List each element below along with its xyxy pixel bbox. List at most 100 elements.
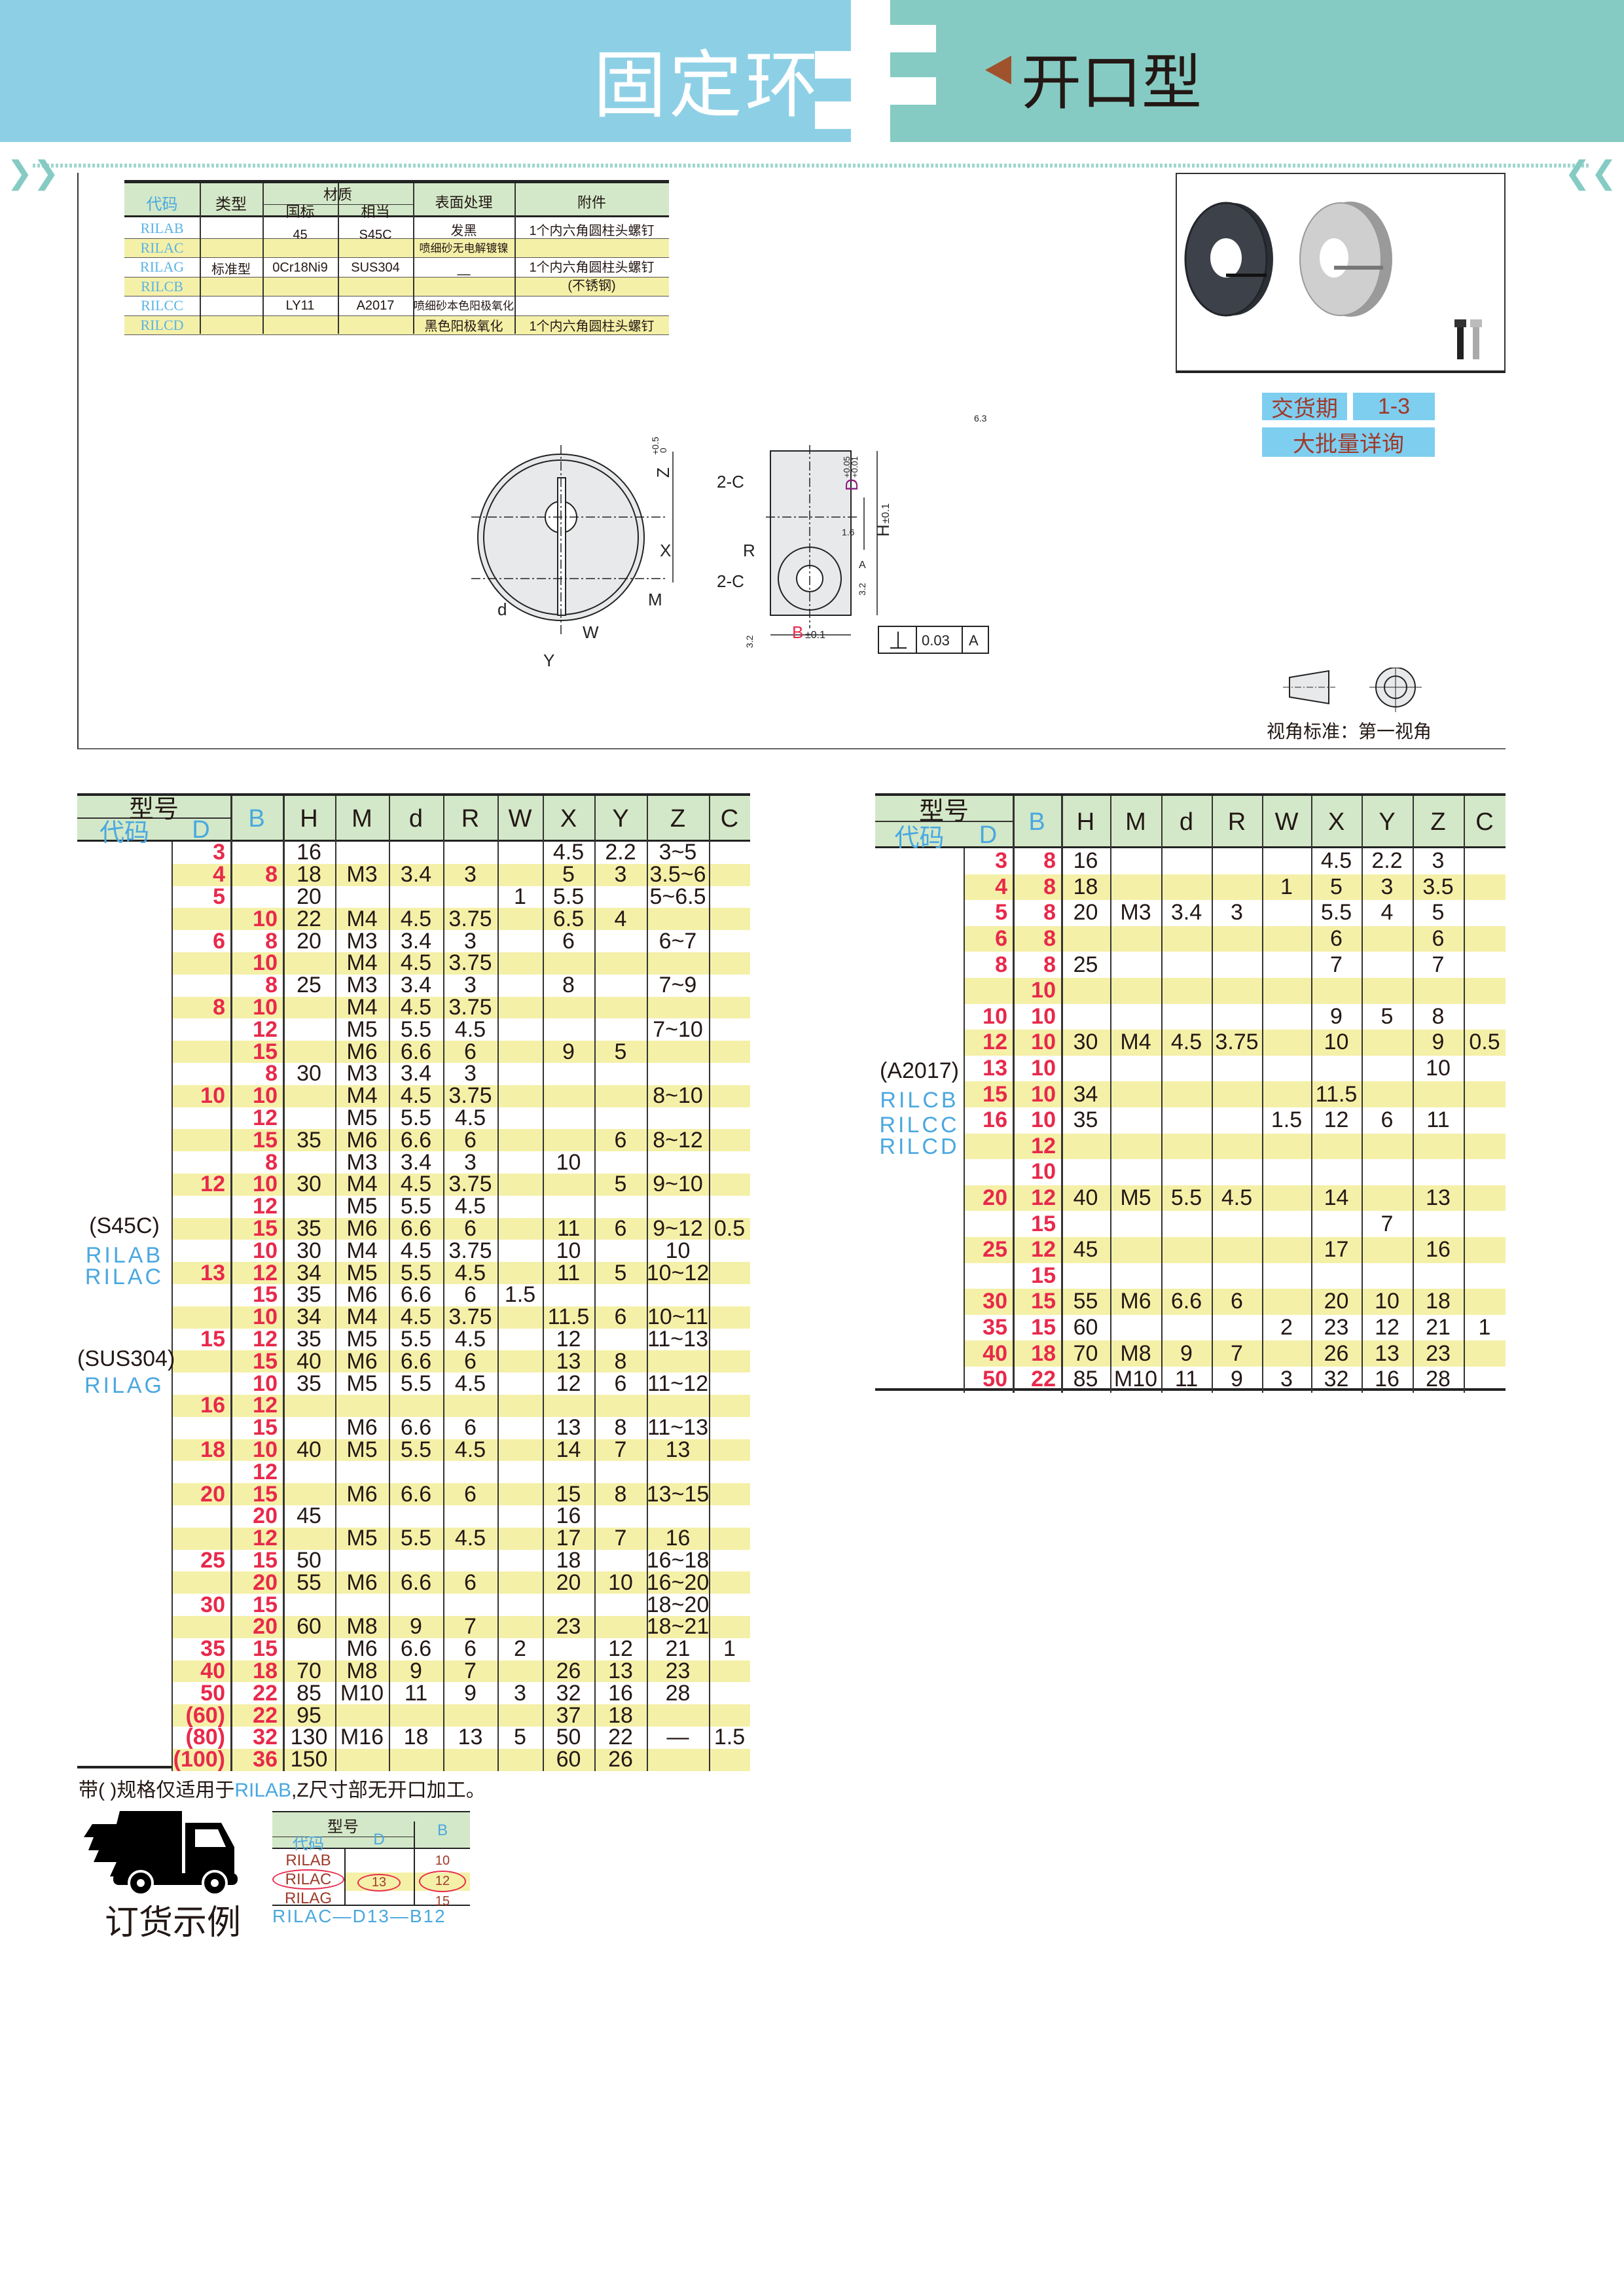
- cell-d: 13: [983, 1056, 1007, 1081]
- cell-d: 5.5: [400, 1016, 432, 1042]
- cell-m: M16: [340, 1725, 384, 1750]
- material-code[interactable]: RILCD: [140, 316, 184, 333]
- product-code[interactable]: RILCD: [879, 1134, 960, 1159]
- cell-h: 55: [297, 1570, 321, 1595]
- product-code[interactable]: RILCC: [879, 1113, 960, 1138]
- cell-r: 3.75: [448, 1083, 492, 1109]
- cell-r: 3: [464, 1149, 477, 1175]
- cell-z: 3.5: [1422, 874, 1454, 899]
- header-r: R: [1227, 808, 1246, 836]
- cell-z: 21: [1426, 1315, 1451, 1340]
- cell-h: 30: [297, 1061, 321, 1086]
- cell-b: 10: [1031, 1081, 1056, 1107]
- cell-h: 70: [297, 1659, 321, 1683]
- cell-d: 30: [200, 1592, 225, 1617]
- cell-d: 40: [200, 1659, 225, 1683]
- cell-d: 15: [983, 1081, 1007, 1107]
- cell-y: 26: [608, 1747, 633, 1772]
- header-z: Z: [1430, 808, 1446, 836]
- cell-m: M4: [346, 906, 378, 931]
- cell-d: 11: [1174, 1367, 1199, 1392]
- header-b: B: [1028, 808, 1045, 836]
- cell-d: 35: [200, 1636, 225, 1662]
- cell-r: 6: [464, 1282, 477, 1308]
- cell-h: 35: [1073, 1107, 1098, 1133]
- order-example-title: 订货示例: [105, 1904, 242, 1942]
- spec-frame: [77, 173, 1506, 749]
- material-code[interactable]: RILAC: [140, 239, 184, 256]
- cell-d: 5.5: [1170, 1185, 1202, 1211]
- cell-h: 85: [1073, 1367, 1098, 1392]
- cell-w: 1.5: [504, 1282, 536, 1308]
- cell-d: 5.5: [400, 1327, 432, 1352]
- order-b: 15: [435, 1894, 450, 1909]
- product-photo: [1176, 173, 1506, 373]
- column-divider: [443, 796, 444, 1771]
- footnote-code: RILAB: [234, 1780, 292, 1801]
- cell-h: 18: [1073, 874, 1098, 899]
- cell-d: 5.5: [400, 1371, 432, 1396]
- cell-r: 6: [464, 1039, 477, 1064]
- technical-drawing: Z +0.5 0 X d M W Y 2-C R 2-C B ±0.1 H ±0…: [471, 413, 989, 670]
- material-code[interactable]: RILCC: [141, 297, 183, 314]
- column-divider: [1061, 796, 1063, 1393]
- cell-d: 6.6: [400, 1039, 432, 1064]
- material-code[interactable]: RILCB: [141, 278, 183, 295]
- material-row: [124, 296, 669, 316]
- column-divider: [335, 796, 336, 1771]
- cell-c: 1: [1478, 1315, 1491, 1340]
- cell-d: 50: [200, 1680, 225, 1706]
- cell-x: 15: [556, 1481, 581, 1507]
- cell-y: 7: [1380, 1211, 1394, 1236]
- header-sawtooth: [815, 101, 854, 129]
- table-row: [171, 1483, 750, 1505]
- cell-m: M4: [346, 995, 378, 1020]
- cell-x: 16: [556, 1503, 581, 1529]
- order-header-code: 代码: [293, 1835, 324, 1853]
- product-code[interactable]: RILAC: [84, 1265, 164, 1289]
- material-code[interactable]: RILAG: [139, 259, 185, 275]
- cell-y: 5: [1380, 1003, 1394, 1029]
- cell-z: 3: [1432, 848, 1445, 874]
- cell-m: M3: [346, 928, 378, 954]
- cell-m: M3: [346, 862, 378, 888]
- cell-r: 6: [464, 1348, 477, 1374]
- cell-c: 1.5: [713, 1725, 746, 1750]
- header-accessory: 附件: [577, 194, 606, 211]
- cell-b: 15: [253, 1216, 278, 1241]
- material-code[interactable]: RILAB: [140, 220, 184, 236]
- cell-d: 4: [995, 874, 1007, 899]
- column-divider: [171, 842, 173, 1771]
- cell-x: 4.5: [1320, 848, 1352, 874]
- header-equiv: 相当: [361, 204, 390, 220]
- cell-x: 5: [1330, 874, 1343, 899]
- product-code[interactable]: RILAG: [84, 1373, 165, 1398]
- cell-b: 12: [253, 1194, 278, 1219]
- table-row: [964, 1289, 1506, 1315]
- chamfer-label: 2-C: [717, 472, 744, 492]
- header-m: M: [1125, 808, 1146, 836]
- cell-x: 32: [1324, 1367, 1349, 1392]
- cell-z: 11~13: [647, 1415, 708, 1441]
- material-table-header: [124, 183, 669, 217]
- cell-z: 28: [665, 1680, 691, 1706]
- cell-y: 16: [608, 1680, 633, 1706]
- header-separator: [851, 0, 890, 142]
- header-h: H: [1076, 808, 1095, 836]
- cell-x: 37: [556, 1702, 581, 1728]
- cell-m: M5: [346, 1194, 378, 1219]
- material-label: (SUS304): [77, 1346, 175, 1371]
- cell-d: 4.5: [400, 1083, 432, 1109]
- product-code[interactable]: RILCB: [880, 1088, 959, 1113]
- cell-d: 13: [200, 1260, 225, 1285]
- cell-b: 8: [265, 973, 278, 998]
- cell-b: 15: [253, 1415, 278, 1441]
- cell-d: 10: [200, 1083, 225, 1109]
- cell-r: 4.5: [454, 1105, 486, 1130]
- cell-r: 6: [464, 1216, 477, 1241]
- surface: 黑色阳极氧化: [424, 319, 503, 334]
- cell-h: 25: [297, 973, 321, 998]
- cell-h: 35: [297, 1127, 321, 1153]
- product-code[interactable]: RILAB: [85, 1243, 164, 1268]
- cell-m: M5: [346, 1437, 378, 1462]
